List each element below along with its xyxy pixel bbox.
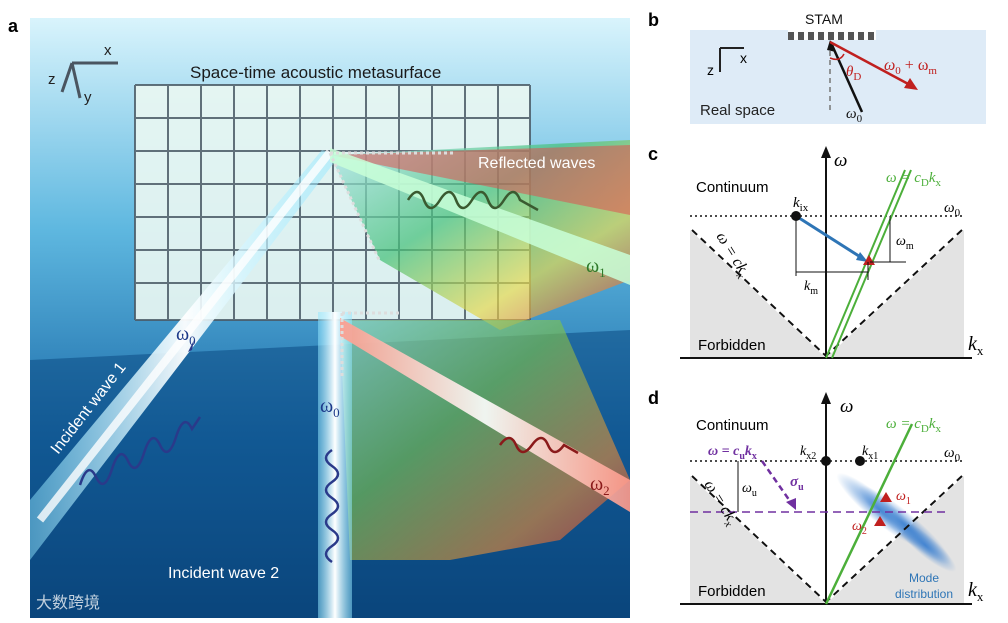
omega0-label-c: ω0 <box>944 200 961 219</box>
real-space-label: Real space <box>700 102 775 119</box>
watermark-logo: 大数跨境 <box>36 593 100 612</box>
omega-axis-label-d: ω <box>840 396 853 417</box>
kx1-label: kx1 <box>862 444 878 462</box>
reflected-waves-label: Reflected waves <box>478 155 595 172</box>
omega-out-label: ω0 + ωm <box>884 57 937 77</box>
panel-a: a x y z Space-time acoustic metasurface … <box>8 16 630 618</box>
green-line-label-d: ω = cDkx <box>886 416 942 435</box>
kx2-point <box>821 456 831 466</box>
light-lines-d <box>691 475 963 603</box>
panel-c: c ω kx Continuum Forbidden ω = ckx ω = c… <box>648 144 984 359</box>
stam-label: STAM <box>805 11 843 27</box>
green-line-label-c: ω = cDkx <box>886 170 942 189</box>
mode-label-line2: distribution <box>895 587 953 601</box>
panel-b-axes-icon <box>719 47 744 72</box>
omega0-label-b: ω0 <box>320 395 340 420</box>
panel-c-letter: c <box>648 144 658 164</box>
panel-d: d ω kx Continuum Forbidden ω = ckx ω = <box>648 388 984 605</box>
reflected-beam-1 <box>330 148 630 285</box>
omega1-label-a: ω1 <box>586 255 606 280</box>
panel-d-letter: d <box>648 388 659 408</box>
kx1-point <box>855 456 865 466</box>
omega1-label-d: ω1 <box>896 489 911 507</box>
incident-beam-2 <box>318 312 352 618</box>
theta-label: θD <box>846 64 861 83</box>
panel-a-letter: a <box>8 16 19 36</box>
incident-arrow <box>830 44 864 113</box>
incident-wave-2-label: Incident wave 2 <box>168 565 279 582</box>
reflected-beam-2 <box>340 318 630 512</box>
omega0-label-a: ω0 <box>176 323 196 348</box>
kx-axis-label-c: kx <box>968 333 984 358</box>
omega-m-label: ωm <box>896 234 914 252</box>
omega2-marker-d <box>874 516 886 526</box>
panel-b: b STAM z x Real space θD ω0 + ωm ω0 <box>648 10 986 125</box>
incident-beam-1 <box>30 150 340 560</box>
wave-reflected-2-icon <box>498 436 579 455</box>
forbidden-label-d: Forbidden <box>698 583 766 600</box>
forbidden-label-c: Forbidden <box>698 337 766 354</box>
sigma-u-label: σu <box>790 474 804 493</box>
green-line-d <box>824 423 914 605</box>
omega-axis-label-c: ω <box>834 150 847 171</box>
panel-b-letter: b <box>648 10 659 30</box>
omega2-label-a: ω2 <box>590 473 610 498</box>
kx2-label: kx2 <box>800 444 816 462</box>
omega0-label-d: ω0 <box>944 445 961 464</box>
omega-u-label: ωu <box>742 481 757 499</box>
wave-incident-1-icon <box>78 416 202 486</box>
continuum-label-c: Continuum <box>696 179 769 196</box>
dashed-guide-arrows <box>328 151 455 378</box>
reflected-fan-1-red <box>330 145 630 215</box>
axis-x-label: x <box>104 42 112 59</box>
mode-distribution-cloud <box>836 472 957 572</box>
wave-incident-2-icon <box>324 448 340 564</box>
omega2-label-d: ω2 <box>852 519 867 537</box>
forbidden-left-c <box>690 230 826 358</box>
k-m-label: km <box>804 279 818 297</box>
forbidden-right-d <box>826 476 964 604</box>
panel-a-axes-icon <box>60 61 118 99</box>
light-lines-c <box>691 229 963 357</box>
kx-axis-label-d: kx <box>968 579 984 604</box>
purple-line-label: ω = cukx <box>708 444 757 462</box>
continuum-label-d: Continuum <box>696 417 769 434</box>
purple-arrow <box>760 460 794 505</box>
metasurface-title: Space-time acoustic metasurface <box>190 63 441 82</box>
axis-z-label: z <box>48 71 56 88</box>
blue-transition-arrow-c <box>795 214 863 260</box>
kix-label: kix <box>793 195 809 214</box>
forbidden-right-c <box>826 230 964 358</box>
theta-arc <box>829 53 845 61</box>
wave-reflected-1-icon <box>406 190 539 212</box>
omega-in-label: ω0 <box>846 106 863 125</box>
forbidden-left-d <box>690 476 826 604</box>
omega1-marker-d <box>880 492 892 502</box>
mode-label-line1: Mode <box>909 571 939 585</box>
stam-cells <box>788 32 874 40</box>
reflected-arrow <box>829 40 913 88</box>
panel-b-axis-z: z <box>707 62 714 78</box>
panel-b-axis-x: x <box>740 50 747 66</box>
axis-y-label: y <box>84 89 92 106</box>
